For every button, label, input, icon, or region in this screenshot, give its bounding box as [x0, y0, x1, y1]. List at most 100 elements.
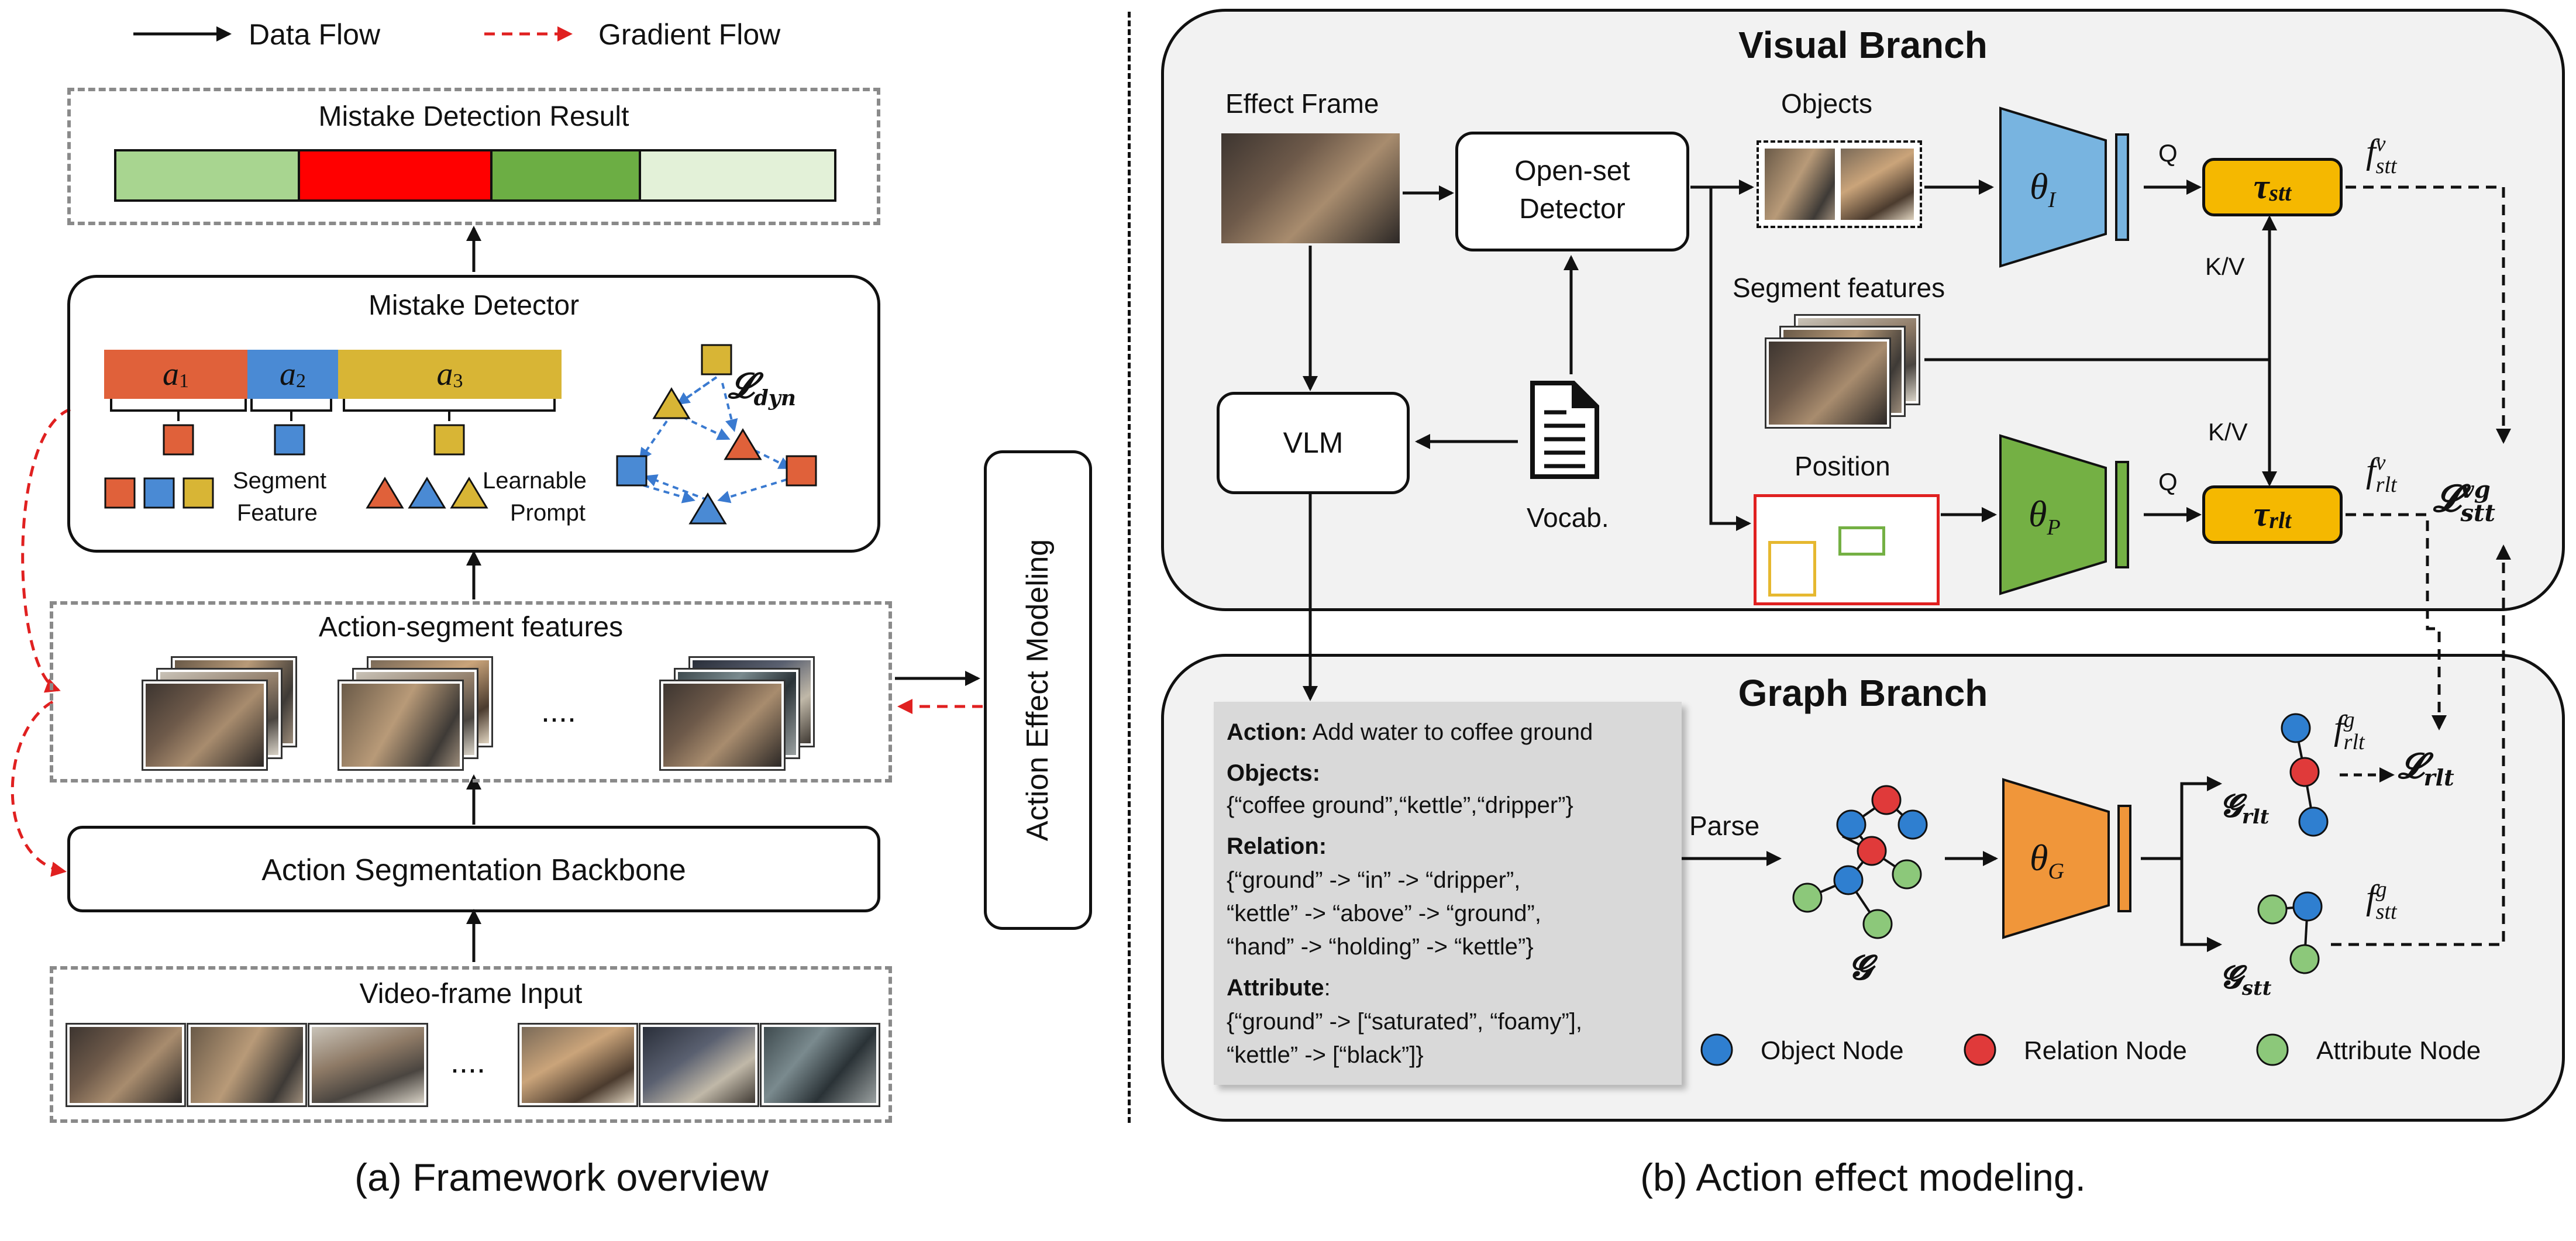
loss-dyn: 𝓛dyn	[728, 366, 796, 411]
video-frame	[519, 1025, 636, 1105]
theta-g-label: θG	[2030, 837, 2064, 884]
document-icon	[1530, 381, 1599, 479]
theta-p-encoder	[1999, 434, 2107, 595]
g-stt-graph	[2257, 891, 2323, 974]
vlm-box	[1217, 392, 1410, 494]
position-label: Position	[1795, 451, 1890, 481]
theta-g-encoder	[2002, 778, 2110, 939]
tau-stt-block: τstt	[2202, 158, 2343, 216]
result-segment-correct	[641, 151, 834, 199]
video-frame-input-panel	[50, 966, 892, 1123]
mistake-detector-panel	[67, 275, 880, 553]
video-frame	[67, 1025, 184, 1105]
legend-attribute-node-dot	[2256, 1033, 2289, 1066]
objects-label: Objects	[1781, 88, 1872, 119]
video-frame	[309, 1025, 426, 1105]
action-segmentation-backbone	[67, 826, 880, 912]
kv-label-1: K/V	[2205, 253, 2245, 280]
text-relation-label: Relation:	[1227, 833, 1327, 859]
parse-label: Parse	[1689, 811, 1760, 841]
action-segment-a2: a2	[247, 350, 338, 399]
action-effect-modeling-box	[984, 450, 1092, 930]
legend-object-node-dot	[1700, 1033, 1733, 1066]
theta-i-encoder	[1999, 106, 2107, 268]
parsed-graph	[1792, 785, 1928, 939]
text-attribute-1: {“ground” -> [“saturated”, “foamy”],	[1227, 1009, 1583, 1035]
action-segment-a1: a1	[104, 350, 247, 399]
vocab-label: Vocab.	[1527, 502, 1609, 533]
segment-frame	[1766, 339, 1889, 427]
loss-rlt: 𝓛rlt	[2398, 746, 2454, 791]
segment-features-label: Segment features	[1733, 273, 1945, 303]
action-segment-features-title: Action-segment features	[318, 612, 624, 643]
segment-frame	[339, 681, 462, 769]
action-segment-a3: a3	[338, 350, 562, 399]
mistake-result-title: Mistake Detection Result	[318, 101, 629, 132]
g-stt-label: 𝓖stt	[2220, 958, 2272, 1000]
video-ellipsis: ....	[450, 1044, 486, 1080]
panel-divider	[1128, 12, 1131, 1123]
open-set-label-2: Detector	[1519, 194, 1626, 225]
legend-attribute-node-label: Attribute Node	[2316, 1036, 2481, 1065]
kv-label-2: K/V	[2208, 418, 2248, 446]
prompt-graph	[616, 344, 817, 525]
open-set-label-1: Open-set	[1514, 156, 1630, 187]
vlm-label: VLM	[1283, 426, 1344, 459]
video-frame	[188, 1025, 305, 1105]
video-frame	[640, 1025, 757, 1105]
text-relation-1: {“ground” -> “in” -> “dripper”,	[1227, 867, 1521, 893]
legend-object-node-label: Object Node	[1761, 1036, 1904, 1065]
action-segment-features-panel	[50, 601, 892, 782]
video-frame-input-title: Video-frame Input	[359, 978, 583, 1009]
mistake-result-bar	[114, 149, 836, 202]
legend-relation-node-label: Relation Node	[2024, 1036, 2187, 1065]
backbone-label: Action Segmentation Backbone	[261, 853, 686, 887]
segment-frame	[661, 681, 784, 769]
theta-p-label: θP	[2029, 493, 2061, 540]
learnable-prompt-label-1: Learnable	[483, 468, 587, 494]
objects-crops	[1757, 140, 1922, 228]
text-action-line: Action: Add water to coffee ground	[1227, 719, 1593, 745]
mistake-detector-title: Mistake Detector	[368, 290, 580, 321]
text-relation-2: “kettle” -> “above” -> “ground”,	[1227, 901, 1541, 926]
text-objects-label: Objects:	[1227, 760, 1321, 786]
video-frame	[762, 1025, 879, 1105]
segment-feature-label-2: Feature	[237, 500, 318, 526]
action-description-box: Action: Add water to coffee ground Objec…	[1214, 702, 1682, 1085]
result-segment-correct	[493, 151, 641, 199]
caption-b: (b) Action effect modeling.	[1640, 1156, 2086, 1199]
g-rlt-label: 𝓖rlt	[2220, 787, 2270, 829]
text-attribute-label: Attribute:	[1227, 975, 1331, 1001]
segment-frame	[143, 681, 266, 769]
open-set-detector	[1455, 132, 1689, 251]
text-attribute-2: “kettle” -> [“black”]}	[1227, 1042, 1424, 1068]
learnable-prompt-label-2: Prompt	[510, 500, 586, 526]
legend-relation-node-dot	[1964, 1033, 1996, 1066]
q-label-1: Q	[2158, 139, 2178, 167]
effect-frame-label: Effect Frame	[1225, 88, 1379, 119]
graph-branch-title: Graph Branch	[1738, 672, 1988, 714]
text-relation-3: “hand” -> “holding” -> “kettle”}	[1227, 934, 1534, 960]
position-box	[1754, 494, 1940, 605]
segment-feature-label-1: Segment	[233, 468, 327, 494]
g-rlt-graph	[2281, 713, 2329, 837]
result-segment-mistake	[300, 151, 493, 199]
q-label-2: Q	[2158, 468, 2178, 495]
legend-data-flow-label: Data Flow	[249, 18, 381, 51]
features-ellipsis: ....	[541, 694, 577, 729]
mistake-result-panel	[67, 88, 880, 225]
result-segment-correct	[116, 151, 300, 199]
tau-rlt-block: τrlt	[2202, 485, 2343, 544]
legend-gradient-flow-label: Gradient Flow	[598, 18, 781, 51]
visual-branch-title: Visual Branch	[1738, 24, 1988, 66]
caption-a: (a) Framework overview	[354, 1156, 769, 1199]
effect-frame-image	[1221, 133, 1400, 243]
theta-i-label: θI	[2030, 166, 2056, 212]
text-objects-value: {“coffee ground”,“kettle”,“dripper”}	[1227, 792, 1573, 818]
